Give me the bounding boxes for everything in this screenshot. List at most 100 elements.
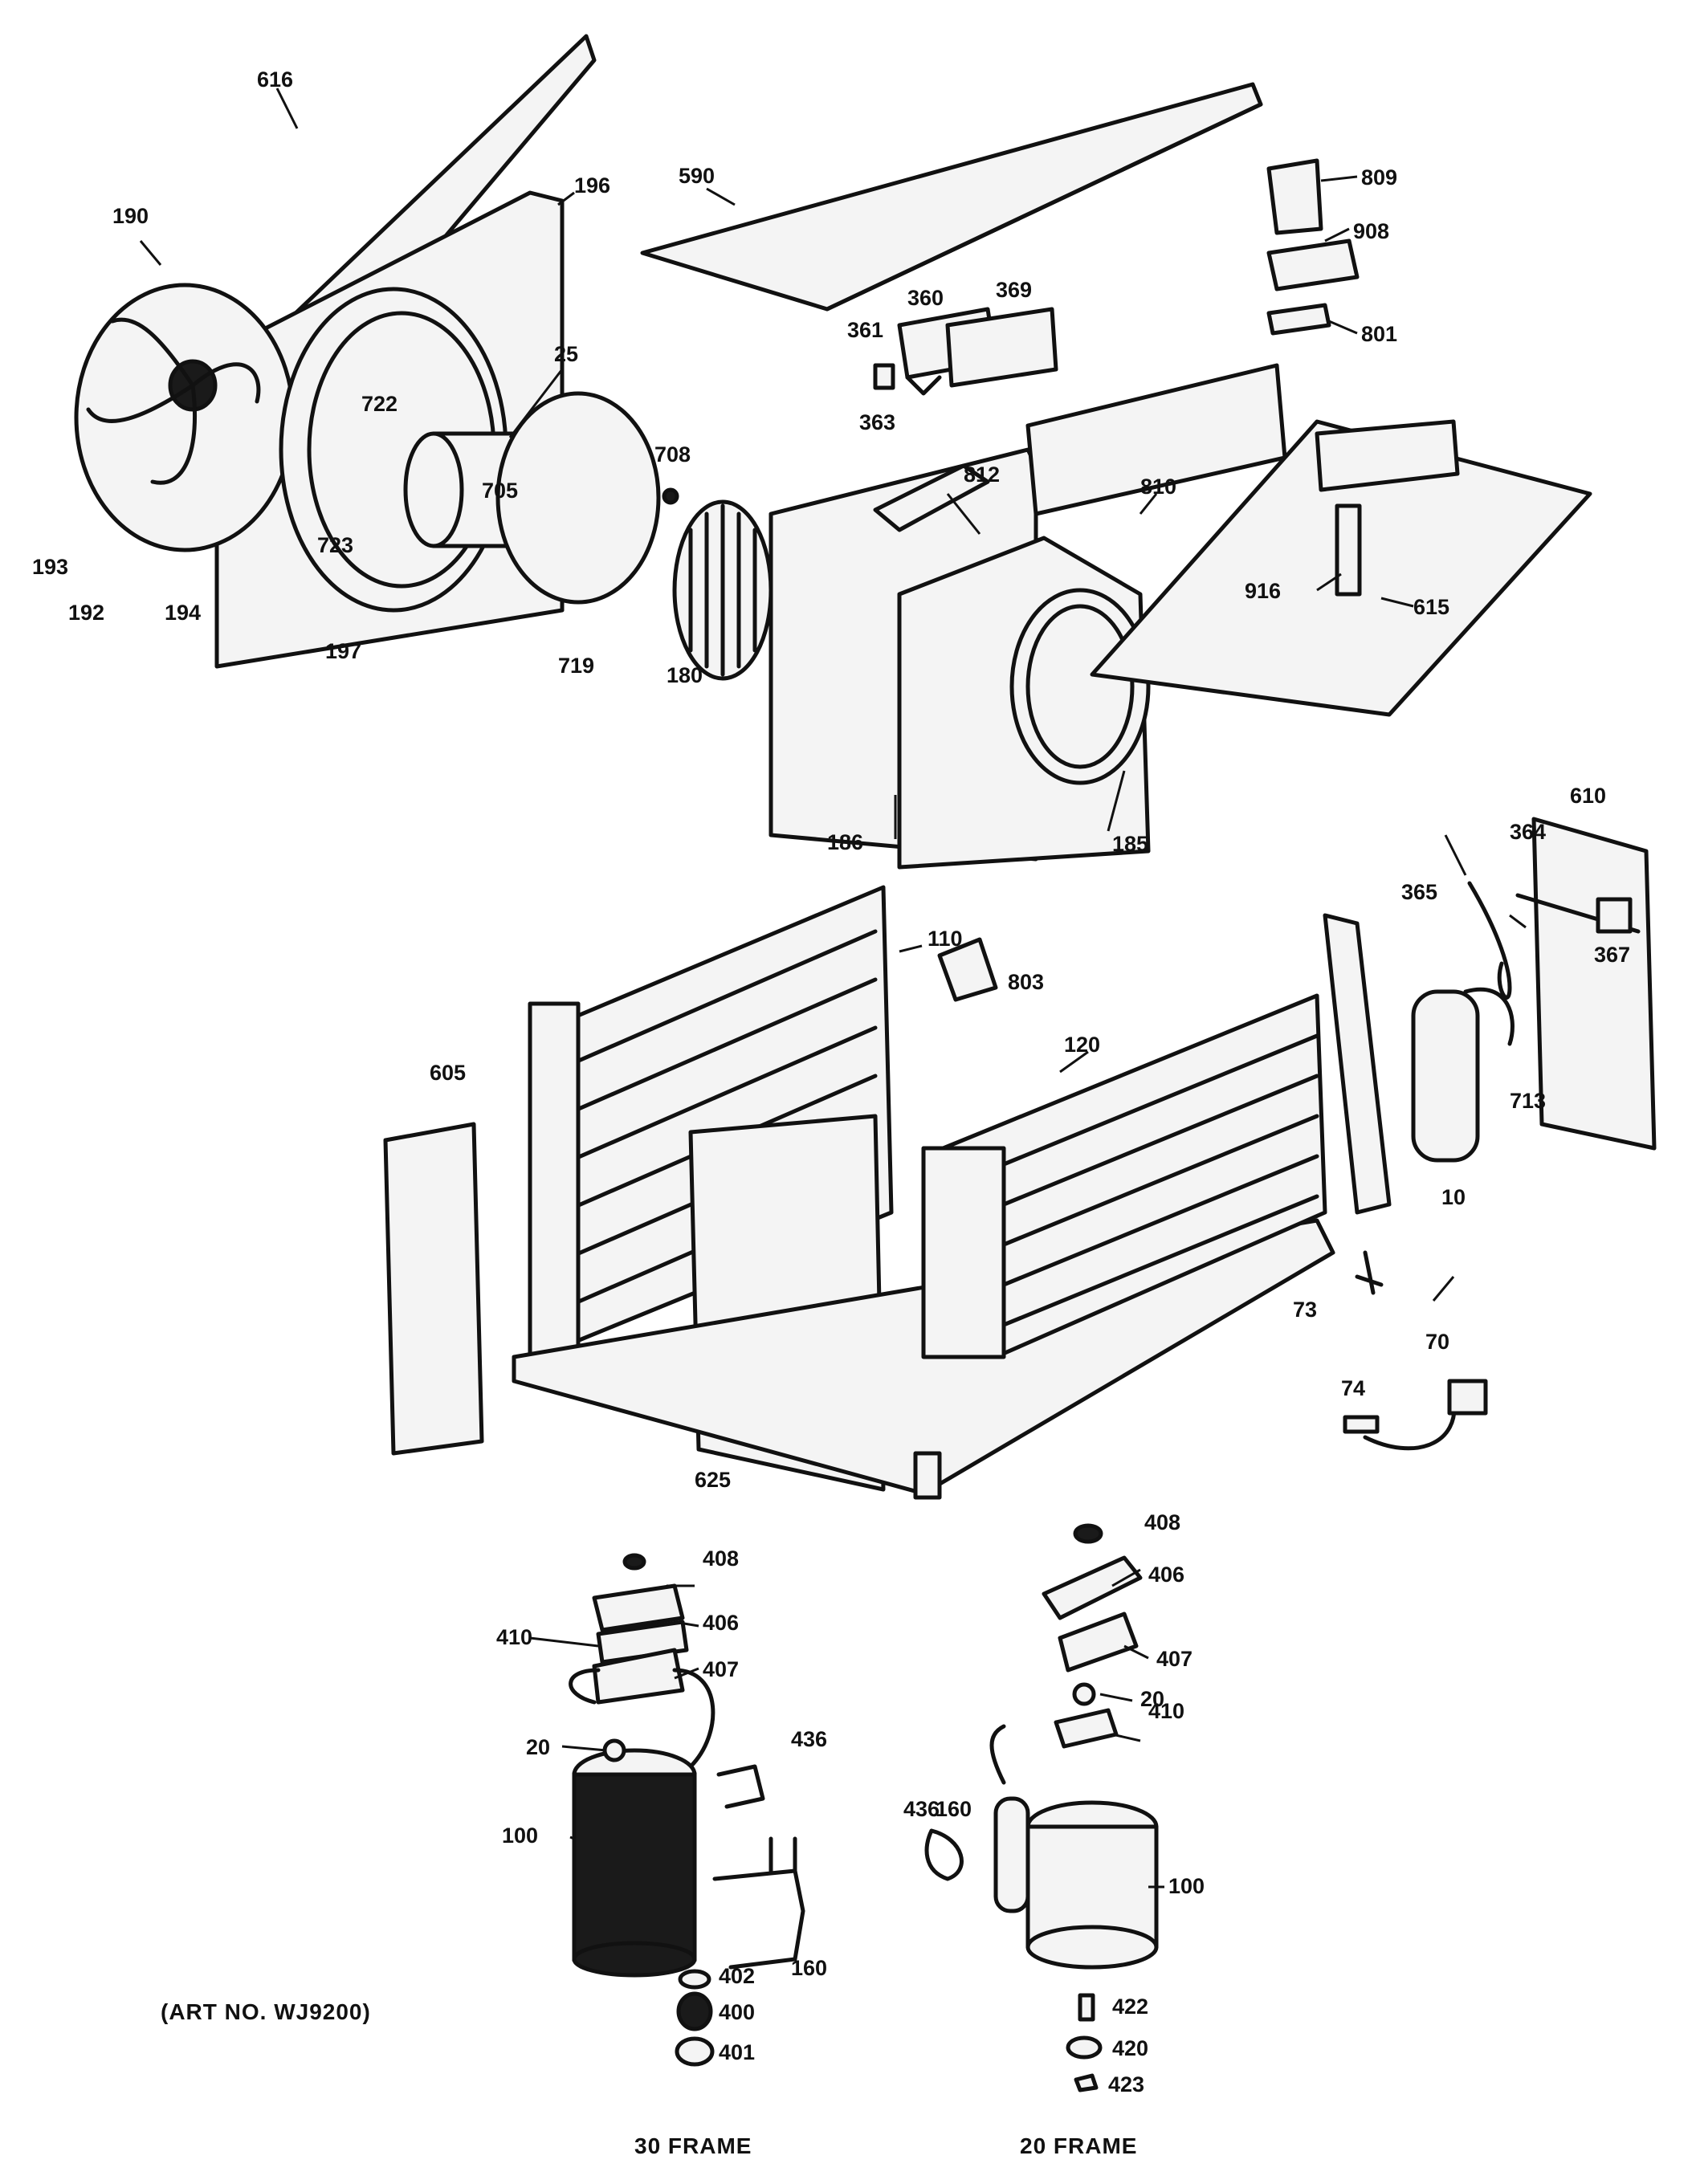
terminal-box-407-20 [1058,1612,1139,1673]
art-number-caption: (ART NO. WJ9200) [161,1999,371,2024]
fan-blade-190 [74,283,296,552]
orifice-ring-185 [1009,588,1151,785]
tubing-160-20 [989,1724,1006,1785]
side-panel-610 [1531,817,1657,1151]
fan-blades [86,317,261,485]
evaporator-tubes [1001,1033,1319,1327]
callout-70: 70 [1425,1330,1449,1354]
nut-408-20 [1073,1523,1103,1544]
callout-610: 610 [1570,784,1606,808]
plug-70 [1447,1379,1488,1416]
callout-361: 361 [847,318,883,342]
callout-160-30: 160 [791,1956,827,1980]
callout-194: 194 [165,601,201,625]
grommet-420 [1066,2035,1103,2060]
evaporator-end-plate [921,1146,1006,1359]
callout-801: 801 [1361,322,1397,346]
motor-end-722 [403,431,464,548]
terminal-20-30 [602,1738,626,1762]
clip-801 [1266,303,1331,336]
callout-616: 616 [257,67,293,92]
callout-400: 400 [719,2000,755,2024]
rail-end [913,1451,942,1500]
callout-401: 401 [719,2040,755,2064]
callout-719: 719 [558,654,594,678]
callout-110: 110 [928,927,963,951]
callout-100-20: 100 [1168,1874,1205,1898]
callout-615: 615 [1413,595,1449,619]
terminal-box-407-30 [592,1648,685,1705]
callout-590: 590 [679,164,715,188]
callout-20-20: 20 [1140,1687,1164,1711]
wire-363 [905,375,942,396]
switch-361 [873,363,895,390]
mount-401 [675,2036,715,2067]
coil-end-plate [528,1001,581,1367]
tubing-160-30 [712,1836,805,1970]
spring-400 [676,1991,713,2031]
callout-369: 369 [996,278,1032,302]
callout-810: 810 [1140,475,1176,499]
nut-708 [662,487,679,505]
callout-190: 190 [112,204,149,228]
callout-423: 423 [1108,2072,1144,2096]
top-panel-590-edge [825,102,1263,312]
callout-436-30: 436 [791,1727,827,1751]
callout-25: 25 [554,342,578,366]
filter-908 [1266,238,1360,291]
accumulator-20 [993,1796,1030,1913]
orifice-inner [1025,604,1135,769]
callout-408-20: 408 [1144,1510,1180,1534]
callout-labels: 616 590 196 190 809 908 801 360 369 361 … [32,67,1630,2096]
callout-407-30: 407 [703,1657,739,1681]
callout-908: 908 [1353,219,1389,243]
callout-192: 192 [68,601,104,625]
callout-197: 197 [325,639,361,663]
clip-436-30 [716,1764,765,1809]
callout-723: 723 [317,533,353,557]
gasket-410-20 [1054,1708,1119,1749]
callout-436-20: 436 [903,1797,940,1821]
callout-809: 809 [1361,165,1397,189]
callout-120: 120 [1064,1033,1100,1057]
callout-363: 363 [859,410,895,434]
callout-160-20: 160 [936,1797,972,1821]
callout-185: 185 [1112,832,1148,856]
callout-365: 365 [1401,880,1437,904]
capacitor-10 [1411,989,1480,1163]
callout-180: 180 [667,663,703,687]
panel-916 [1315,419,1460,492]
callout-408-30: 408 [703,1546,739,1571]
cover-406-20 [1042,1555,1143,1620]
connector-73 [1355,1250,1384,1295]
callout-625: 625 [695,1468,731,1492]
leader-lines [139,88,1527,1889]
callout-410-20: 410 [1148,1699,1184,1723]
top-panel-590 [640,82,1263,312]
nut-423 [1074,2073,1099,2092]
callout-812: 812 [964,462,1000,487]
callout-402: 402 [719,1964,755,1988]
callout-364: 364 [1510,820,1546,844]
callout-20-30: 20 [526,1735,550,1759]
callout-803: 803 [1008,970,1044,994]
callout-73: 73 [1293,1298,1317,1322]
callout-916: 916 [1245,579,1281,603]
panel-812 [873,463,990,532]
motor-plate-719 [495,391,661,605]
compressor-100-30 [572,1772,697,1962]
callout-100-30: 100 [502,1823,538,1848]
callout-10: 10 [1441,1185,1466,1209]
terminal-20-20 [1072,1682,1096,1706]
clip-74 [1343,1415,1380,1434]
callout-407-20: 407 [1156,1647,1192,1671]
callout-422: 422 [1112,1995,1148,2019]
grommet-402 [678,1969,711,1990]
frame-30-caption: 30 FRAME [634,2133,752,2158]
callout-605: 605 [430,1061,466,1085]
callout-410-30: 410 [496,1625,532,1649]
callout-420: 420 [1112,2036,1148,2060]
callout-713: 713 [1510,1089,1546,1113]
blower-fins [688,503,757,677]
